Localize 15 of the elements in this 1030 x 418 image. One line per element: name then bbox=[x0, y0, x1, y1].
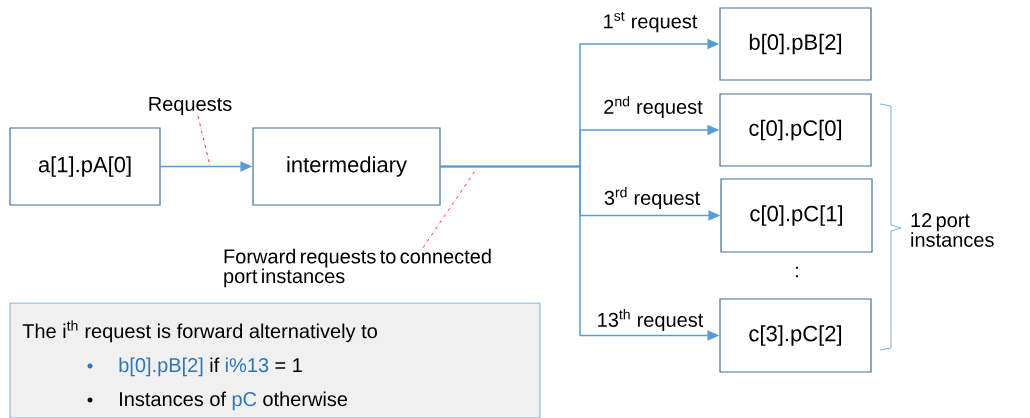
port-box: c[0].pC[0] bbox=[719, 93, 872, 167]
annotation-text: Requests bbox=[149, 97, 232, 115]
edge-label: 2$^{nd}$ request bbox=[602, 95, 704, 119]
brace-label: 12 port instances bbox=[911, 213, 994, 247]
port-box: b[0].pB[2] bbox=[719, 7, 872, 81]
port-box: intermediary bbox=[252, 127, 441, 206]
port-box: c[0].pC[1] bbox=[720, 178, 873, 253]
note-box: The i$^{th}$ request is forward alternatively to b[0].pB[2] if i%13 = 1 Instances of pC otherwise bbox=[9, 302, 541, 418]
port-box: a[1].pA[0] bbox=[9, 127, 161, 206]
edge-label: 3$^{rd}$ request bbox=[602, 186, 702, 210]
edge-label: 13$^{th}$ request bbox=[595, 308, 705, 332]
ellipsis: : bbox=[796, 266, 798, 278]
annotation-text: Forward requests to connected port instances bbox=[224, 248, 491, 288]
edge-label: 1$^{st}$ request bbox=[601, 10, 699, 34]
port-box: c[3].pC[2] bbox=[719, 298, 872, 373]
